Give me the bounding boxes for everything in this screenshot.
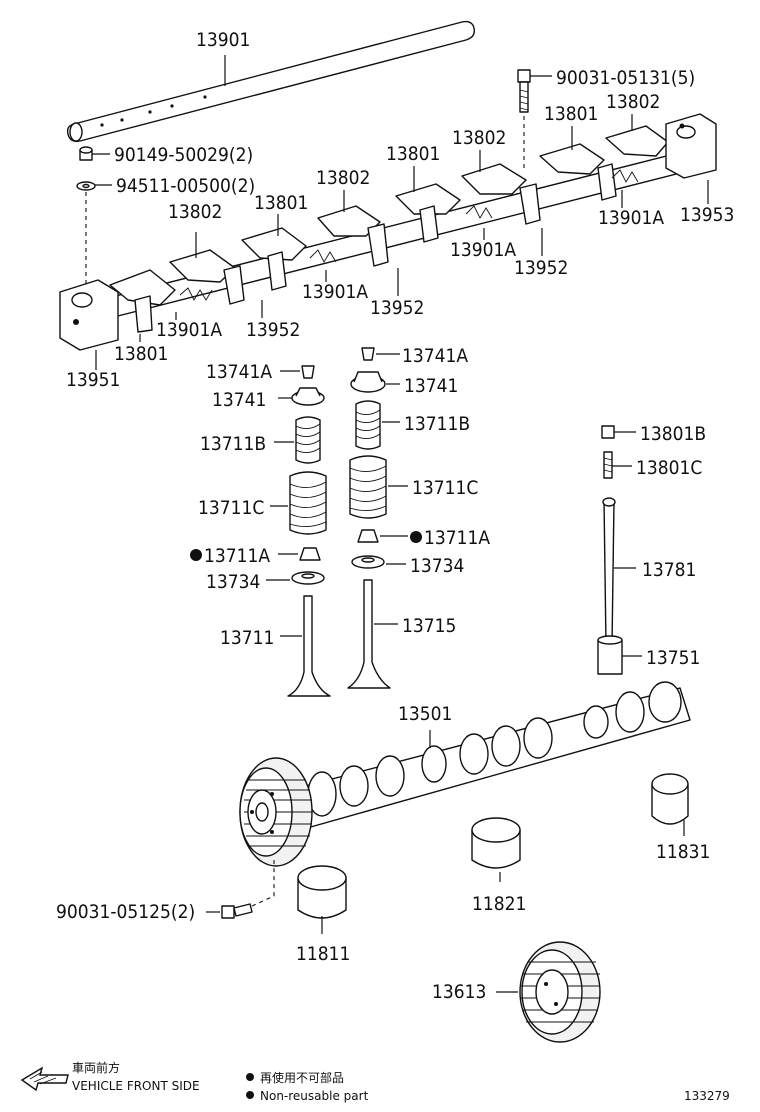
label-13801-c: 13801: [386, 143, 440, 165]
label-13952-a: 13952: [514, 257, 568, 279]
label-13801-e: 13801: [114, 343, 168, 365]
label-11821: 11821: [472, 893, 526, 915]
label-13751: 13751: [646, 647, 700, 669]
spring-13711B-left: [295, 416, 321, 464]
label-13711C-left: 13711C: [198, 497, 264, 519]
legend-front-jp: 車両前方: [72, 1060, 120, 1075]
rocker-arm-assembly: [59, 113, 717, 370]
label-13711A-right: 13711A: [424, 527, 490, 549]
label-13951: 13951: [66, 369, 120, 391]
label-13711B-left: 13711B: [200, 433, 266, 455]
label-13501: 13501: [398, 703, 452, 725]
label-90149: 90149-50029(2): [114, 144, 253, 166]
label-13801-b: 13801: [254, 192, 308, 214]
part-number-labels: 13901 90149-50029(2) 94511-00500(2) 9003…: [56, 29, 734, 1003]
label-94511: 94511-00500(2): [116, 175, 255, 197]
label-13901A-a: 13901A: [598, 207, 664, 229]
label-13953: 13953: [680, 204, 734, 226]
label-13711A-left: 13711A: [204, 545, 270, 567]
bolt-90031-05125: [206, 860, 275, 919]
bearing-11821: [471, 817, 521, 882]
legend-nonreuse-en: Non-reusable part: [260, 1089, 369, 1103]
label-13801B: 13801B: [640, 423, 706, 445]
label-11831: 11831: [656, 841, 710, 863]
label-13711C-right: 13711C: [412, 477, 478, 499]
washer-94511: [76, 181, 112, 191]
legend-front-en: VEHICLE FRONT SIDE: [72, 1079, 200, 1093]
filled-dot-icon: [246, 1073, 254, 1081]
label-13901: 13901: [196, 29, 250, 51]
label-13802-c: 13802: [452, 127, 506, 149]
label-13741-left: 13741: [212, 389, 266, 411]
label-13711: 13711: [220, 627, 274, 649]
legend-nonreuse-jp: 再使用不可部品: [260, 1070, 344, 1085]
bolt-90031-05131: [517, 69, 552, 170]
label-13711B-right: 13711B: [404, 413, 470, 435]
label-13741A-left: 13741A: [206, 361, 272, 383]
label-13901A-d: 13901A: [156, 319, 222, 341]
bolt-90149: [79, 146, 110, 161]
valve-set-right: [347, 347, 408, 689]
label-13901A-c: 13901A: [302, 281, 368, 303]
bearing-11831: [651, 773, 689, 836]
rocker-shaft-13901: [66, 20, 476, 143]
label-13734-left: 13734: [206, 571, 260, 593]
label-13715: 13715: [402, 615, 456, 637]
label-90031-05125: 90031-05125(2): [56, 901, 195, 923]
rocker-leaders: [139, 114, 709, 342]
label-13952-b: 13952: [370, 297, 424, 319]
figure-id: 133279: [684, 1089, 730, 1103]
label-13802-a: 13802: [168, 201, 222, 223]
label-13801C: 13801C: [636, 457, 702, 479]
spring-13711C-left: [289, 471, 327, 535]
legend: 車両前方 VEHICLE FRONT SIDE 再使用不可部品 Non-reus…: [20, 1060, 730, 1103]
label-13801-d: 13801: [544, 103, 598, 125]
label-13741A-right: 13741A: [402, 345, 468, 367]
label-13613: 13613: [432, 981, 486, 1003]
label-13952-c: 13952: [246, 319, 300, 341]
filled-dot-icon: [410, 531, 422, 543]
label-13734-right: 13734: [410, 555, 464, 577]
label-13802-d: 13802: [606, 91, 660, 113]
push-rod-group: [597, 425, 642, 675]
label-13901A-b: 13901A: [450, 239, 516, 261]
label-13802-b: 13802: [316, 167, 370, 189]
label-11811: 11811: [296, 943, 350, 965]
camshaft-13501: [239, 681, 691, 867]
spring-13711B-right: [355, 400, 381, 450]
bearing-11811: [297, 865, 347, 934]
label-13741-right: 13741: [404, 375, 458, 397]
filled-dot-icon: [190, 549, 202, 561]
filled-dot-icon: [246, 1091, 254, 1099]
valve-set-left: [266, 365, 331, 697]
label-13781: 13781: [642, 559, 696, 581]
arrow-left-icon: [20, 1066, 69, 1092]
label-90031-05131: 90031-05131(5): [556, 67, 695, 89]
spring-13711C-right: [349, 455, 387, 519]
gear-13613: [496, 941, 601, 1043]
